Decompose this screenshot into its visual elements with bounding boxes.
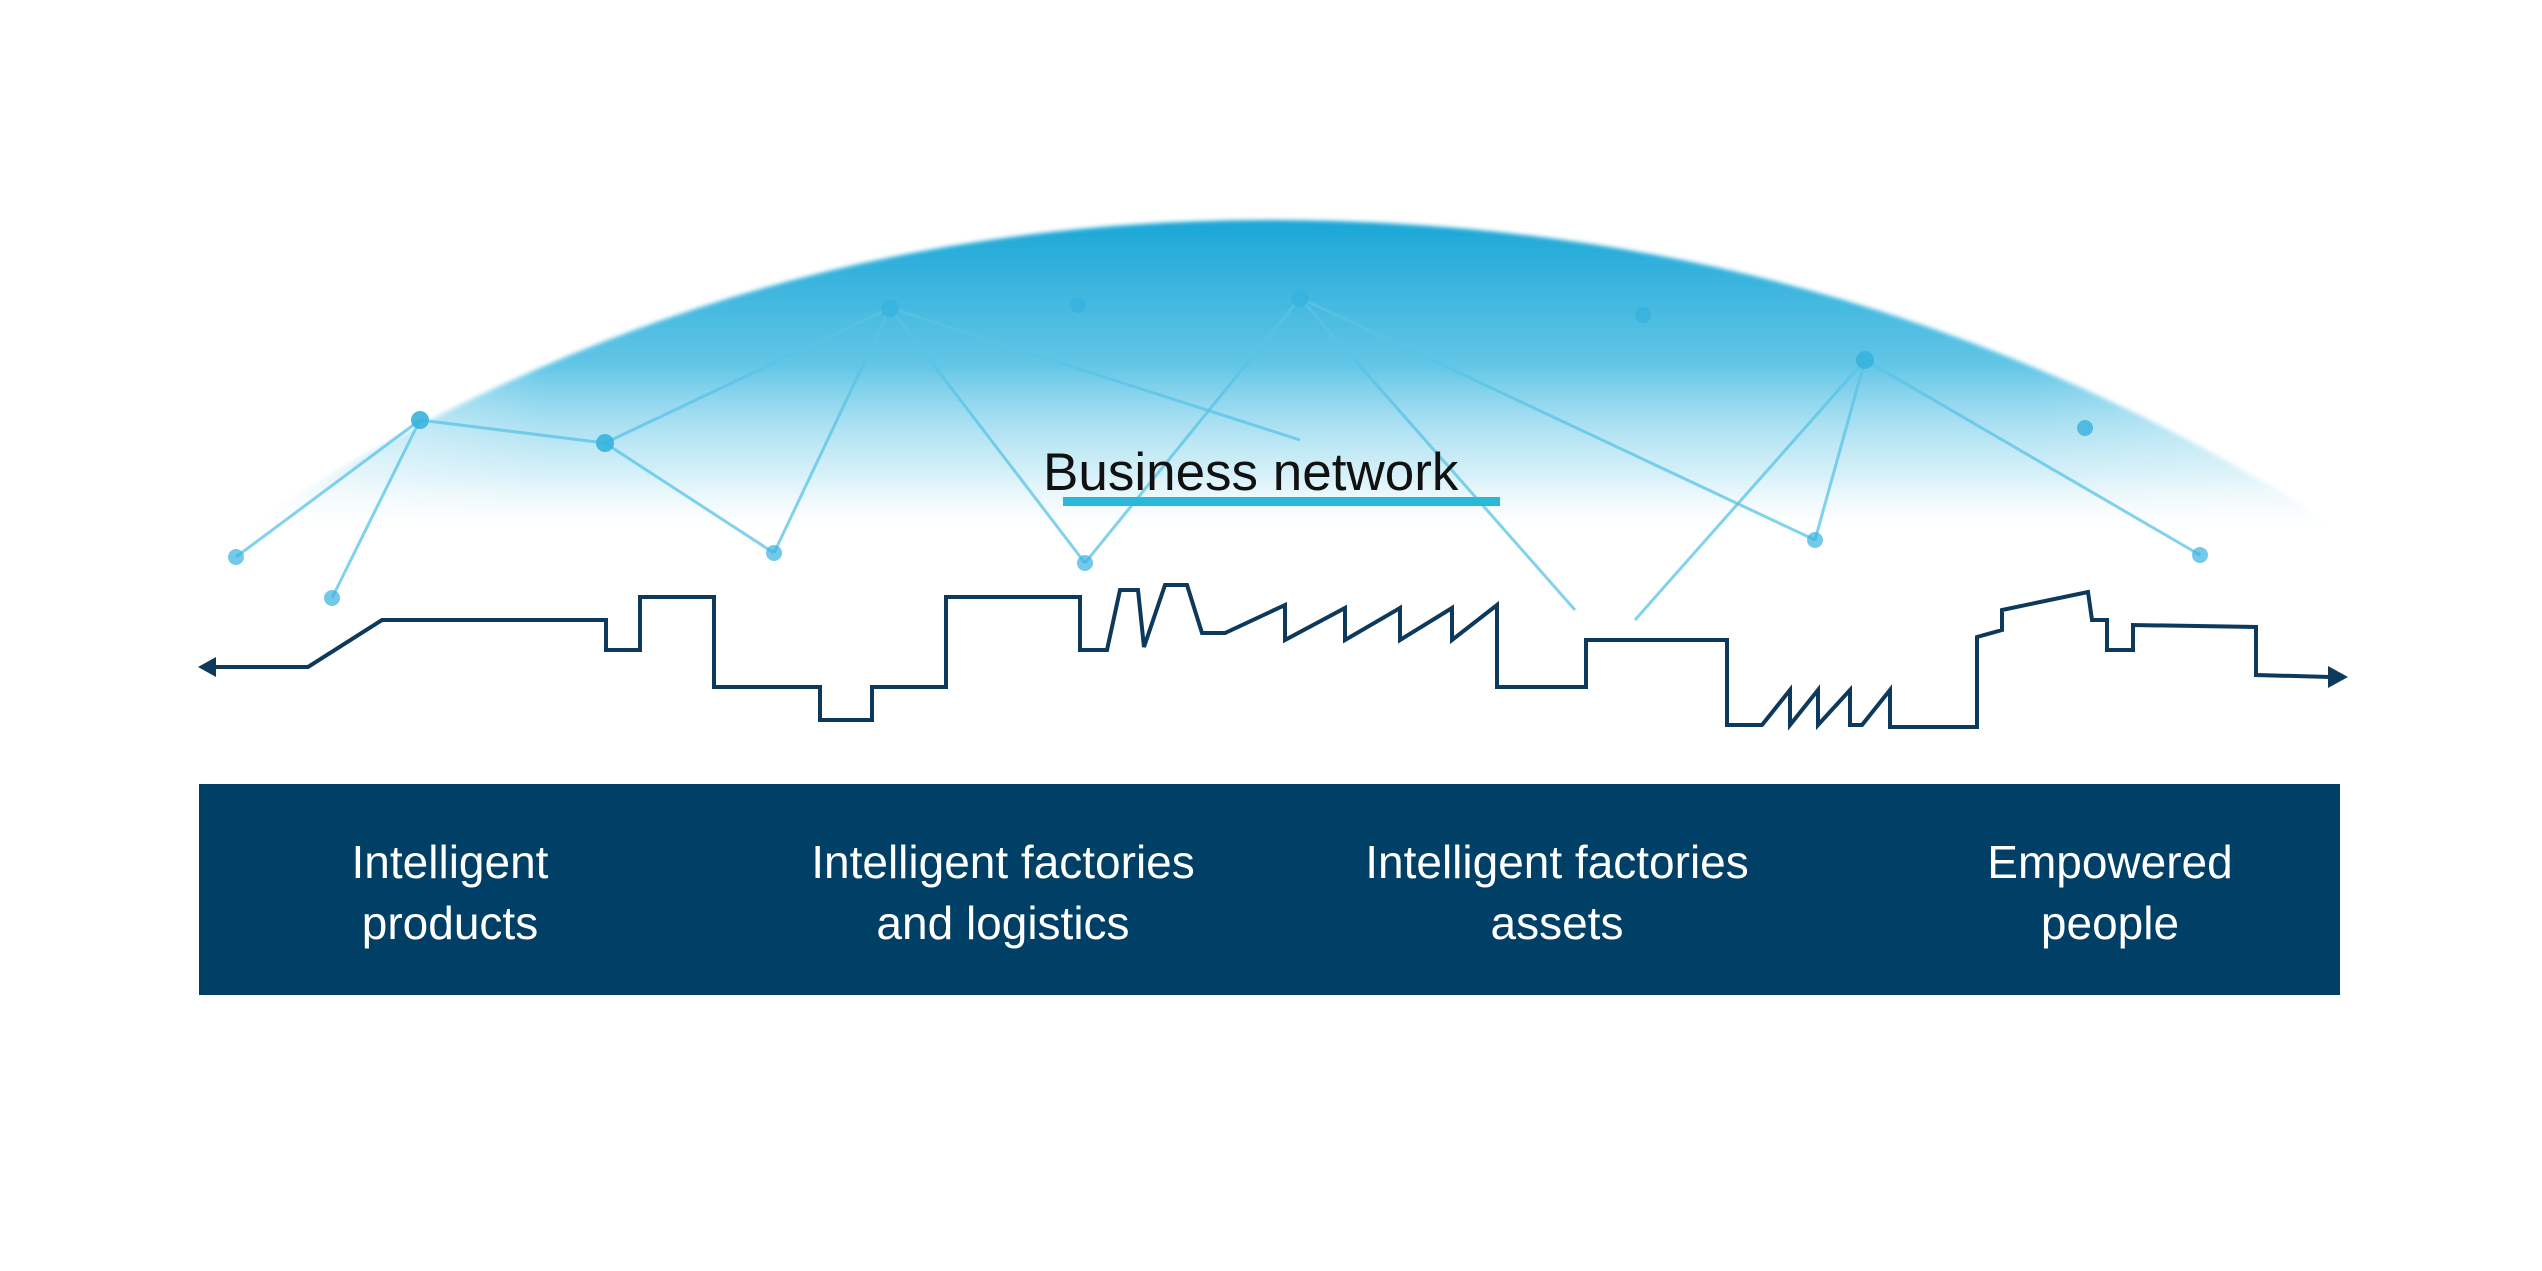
network-node	[2077, 420, 2093, 436]
network-node	[228, 549, 244, 565]
category-line: Intelligent	[351, 836, 549, 888]
network-node	[1807, 532, 1823, 548]
network-dome-edge-fade	[230, 219, 2355, 540]
category-empowered-people: Empowered people	[1830, 832, 2390, 954]
title-underline	[1063, 497, 1500, 506]
category-line: Empowered	[1987, 836, 2233, 888]
diagram-title: Business network	[1043, 443, 1459, 502]
capabilities-bar	[199, 784, 2340, 995]
network-node	[766, 545, 782, 561]
network-node	[1291, 289, 1309, 307]
right-arrow-icon	[2328, 666, 2348, 688]
network-node	[1856, 351, 1874, 369]
network-nodes	[228, 289, 2208, 606]
left-arrow-icon	[198, 657, 216, 677]
category-intelligent-products: Intelligent products	[170, 832, 730, 954]
network-node	[324, 590, 340, 606]
network-connections	[235, 296, 2201, 621]
category-intelligent-factories-logistics: Intelligent factories and logistics	[723, 832, 1283, 954]
category-line: Intelligent factories	[811, 836, 1195, 888]
network-node	[1635, 307, 1651, 323]
network-node	[1070, 297, 1086, 313]
category-line: products	[361, 897, 539, 949]
factory-skyline	[212, 583, 2331, 731]
network-node	[1077, 555, 1093, 571]
category-line: Intelligent factories	[1365, 836, 1749, 888]
network-node	[411, 411, 429, 429]
network-node	[881, 299, 899, 317]
category-line: and logistics	[876, 897, 1130, 949]
category-intelligent-factories-assets: Intelligent factories assets	[1277, 832, 1837, 954]
network-node	[2192, 547, 2208, 563]
category-line: people	[2040, 897, 2180, 949]
network-node	[596, 434, 614, 452]
category-line: assets	[1490, 897, 1624, 949]
